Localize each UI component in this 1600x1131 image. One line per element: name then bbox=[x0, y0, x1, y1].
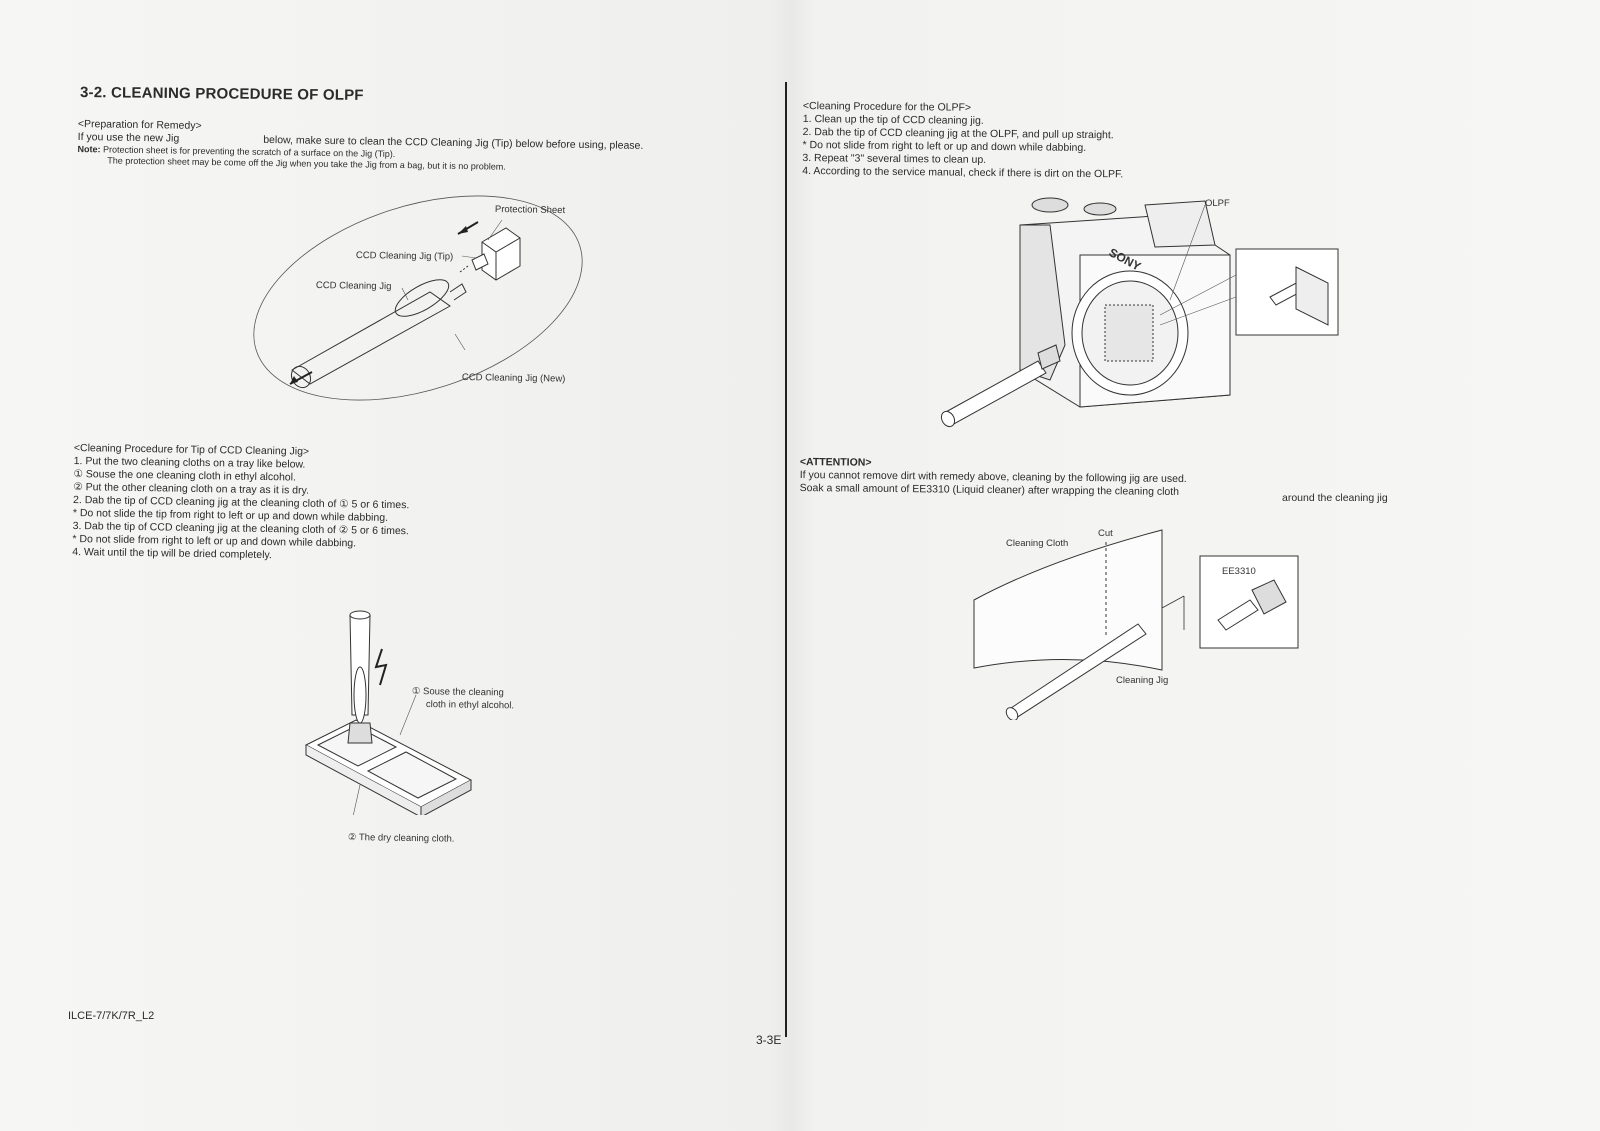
insert-arrow-head bbox=[458, 226, 468, 234]
model-footer: ILCE-7/7K/7R_L2 bbox=[68, 1010, 155, 1022]
label-jig-new: CCD Cleaning Jig (New) bbox=[461, 372, 566, 385]
label-souse-cloth-1: ① Souse the cleaning bbox=[411, 686, 504, 699]
jig-body bbox=[290, 279, 467, 389]
mode-dial bbox=[1031, 197, 1069, 213]
label-cleaning-cloth: Cleaning Cloth bbox=[1006, 538, 1069, 549]
viewfinder bbox=[1144, 200, 1216, 248]
preparation-block: <Preparation for Remedy> If you use the … bbox=[77, 118, 643, 175]
cleaning-cloth bbox=[973, 529, 1163, 671]
preparation-line1-a: If you use the new Jig bbox=[77, 130, 180, 145]
attention-line2: Soak a small amount of EE3310 (Liquid cl… bbox=[799, 481, 1180, 498]
tip-procedure: <Cleaning Procedure for Tip of CCD Clean… bbox=[72, 442, 410, 564]
camera-figure: SONY bbox=[940, 197, 1339, 428]
rotate-arrow-head bbox=[290, 376, 298, 384]
label-souse-cloth-2: cloth in ethyl alcohol. bbox=[425, 699, 515, 712]
jig-figure bbox=[253, 195, 583, 401]
label-protection-sheet: Protection Sheet bbox=[494, 204, 566, 217]
olpf-procedure: <Cleaning Procedure for the OLPF> 1. Cle… bbox=[802, 100, 1124, 181]
page-gutter-line bbox=[785, 82, 787, 1037]
section-title: 3-2. CLEANING PROCEDURE OF OLPF bbox=[79, 84, 364, 104]
label-cut: Cut bbox=[1098, 528, 1113, 539]
page-number: 3-3E bbox=[756, 1033, 782, 1047]
attention-block: <ATTENTION> If you cannot remove dirt wi… bbox=[800, 456, 1187, 499]
dab-arrow bbox=[374, 648, 388, 686]
cloth-figure bbox=[973, 529, 1299, 720]
olpf-sensor bbox=[1104, 304, 1154, 362]
exposure-dial bbox=[1083, 202, 1117, 216]
note-label: Note: bbox=[77, 143, 101, 155]
olpf-procedure-step: 4. According to the service manual, chec… bbox=[802, 164, 1124, 181]
label-dry-cloth: ② The dry cleaning cloth. bbox=[347, 832, 455, 845]
jig-tip-cube bbox=[347, 722, 373, 744]
jig-tip bbox=[471, 227, 521, 281]
label-olpf: OLPF bbox=[1205, 198, 1230, 209]
label-cleaning-jig: Cleaning Jig bbox=[1116, 675, 1169, 686]
label-ee3310: EE3310 bbox=[1222, 566, 1256, 577]
figure-ellipse bbox=[253, 195, 583, 401]
attention-line2-end: around the cleaning jig bbox=[1282, 492, 1388, 504]
label-jig-tip: CCD Cleaning Jig (Tip) bbox=[355, 250, 454, 263]
tray-figure bbox=[304, 610, 473, 815]
cleaning-jig bbox=[943, 360, 1047, 426]
label-jig: CCD Cleaning Jig bbox=[315, 280, 392, 293]
